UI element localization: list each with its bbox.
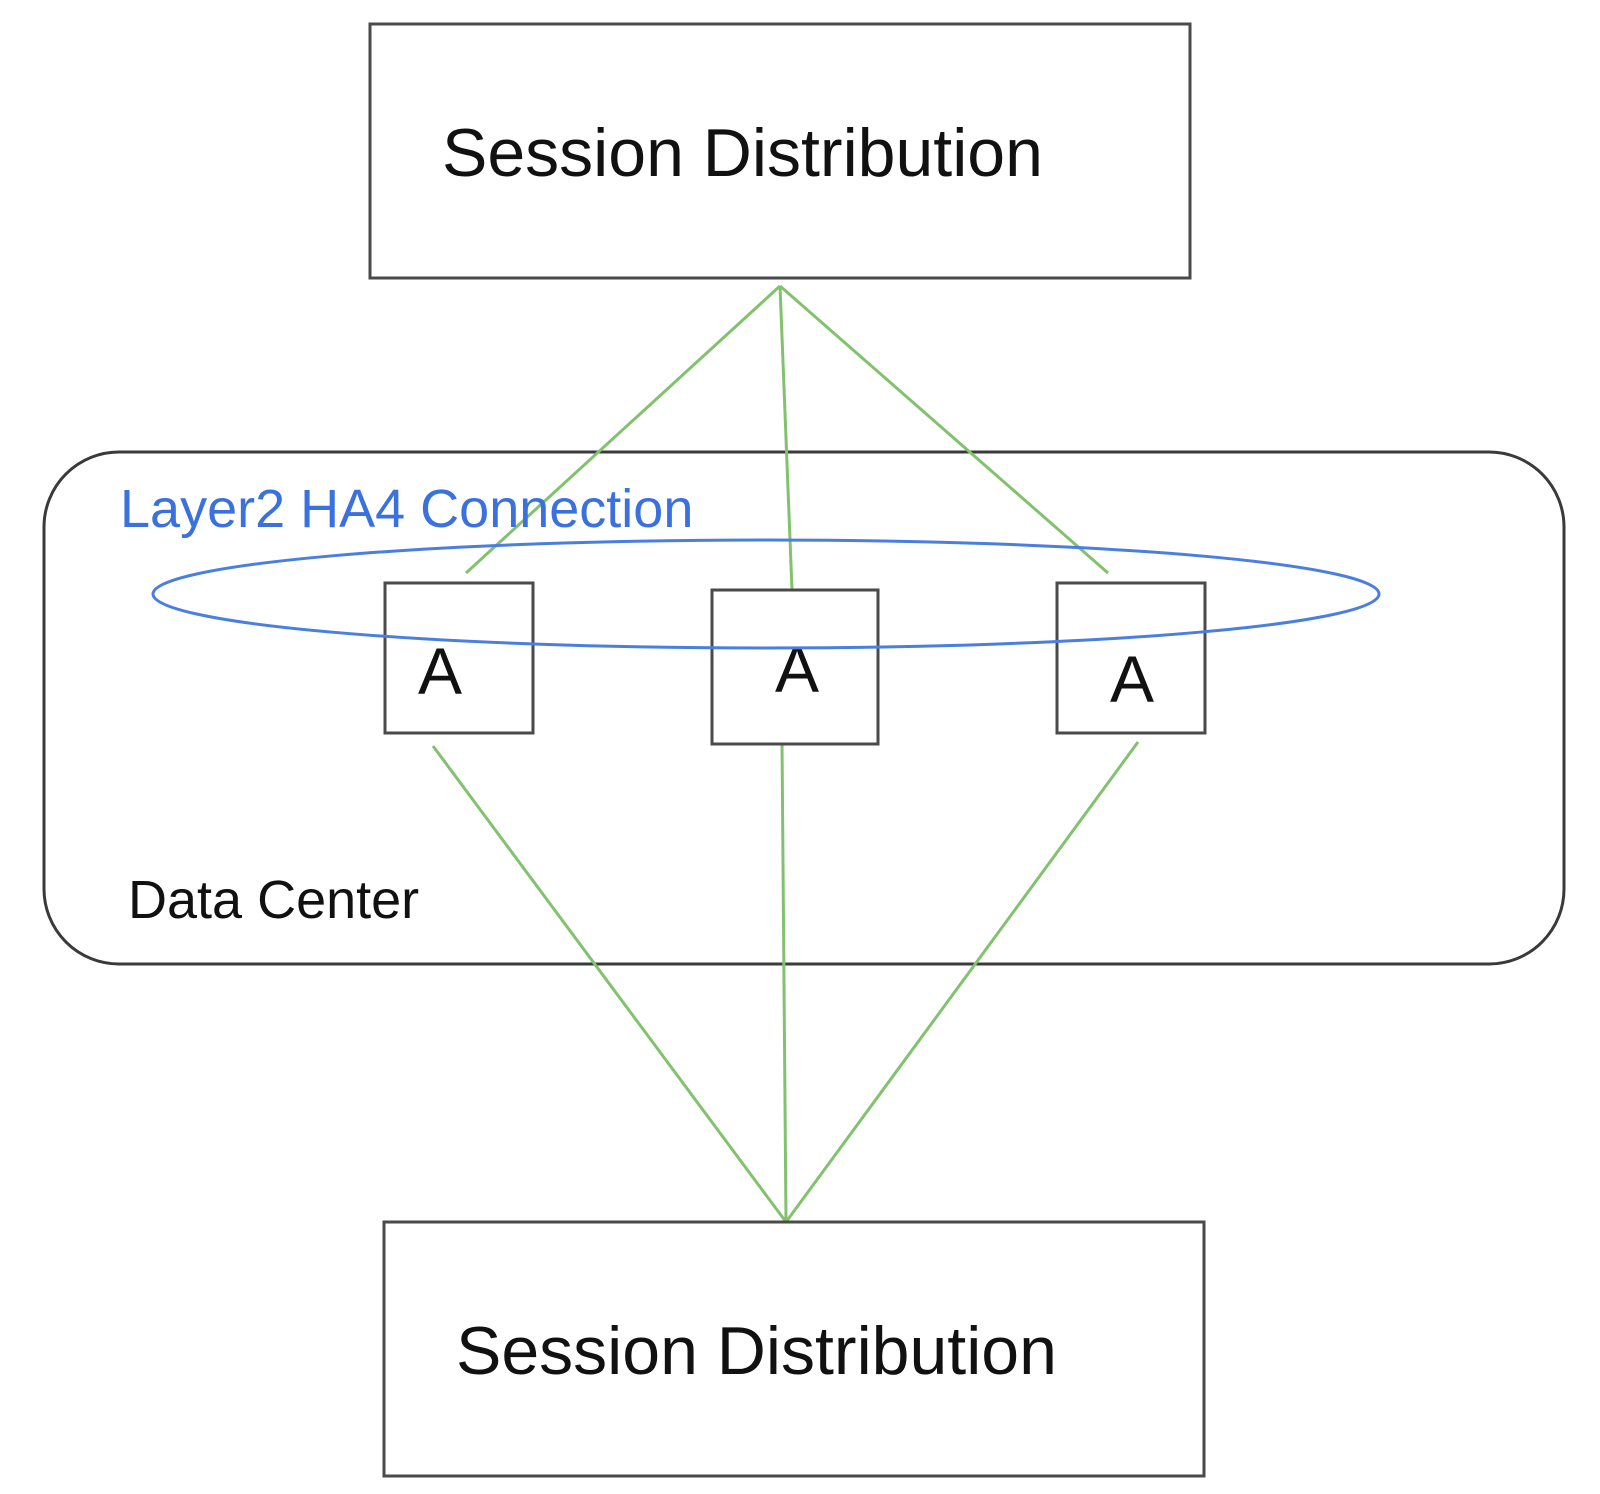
ha-connection-ring — [151, 538, 1381, 650]
agent-node-2-box — [710, 588, 880, 746]
agent-node-3: A — [1055, 581, 1207, 735]
link-agent-1-to-bottom — [431, 745, 788, 1223]
session-distribution-top-label: Session Distribution — [442, 115, 1043, 191]
data-center-container — [42, 450, 1566, 966]
session-distribution-bottom-label: Session Distribution — [456, 1313, 1057, 1389]
link-top-to-agent-2 — [778, 285, 794, 591]
agent-node-3-label: A — [1110, 642, 1154, 716]
agent-node-1-label: A — [418, 634, 462, 708]
agent-node-3-box — [1055, 581, 1207, 735]
session-distribution-top: Session Distribution — [368, 22, 1192, 280]
agent-node-1: A — [383, 581, 535, 735]
link-top-to-agent-3 — [779, 284, 1109, 575]
agent-node-1-box — [383, 581, 535, 735]
agent-node-2: A — [710, 588, 880, 746]
agent-node-2-label: A — [775, 632, 819, 706]
data-center-label: Data Center — [128, 870, 419, 930]
link-top-to-agent-1 — [464, 284, 782, 575]
session-distribution-bottom: Session Distribution — [382, 1220, 1206, 1478]
ha-connection-label: Layer2 HA4 Connection — [120, 479, 693, 539]
session-distribution-bottom-box — [382, 1220, 1206, 1478]
session-distribution-top-box — [368, 22, 1192, 280]
link-agent-3-to-bottom — [784, 741, 1140, 1223]
link-agent-2-to-bottom — [780, 741, 788, 1223]
